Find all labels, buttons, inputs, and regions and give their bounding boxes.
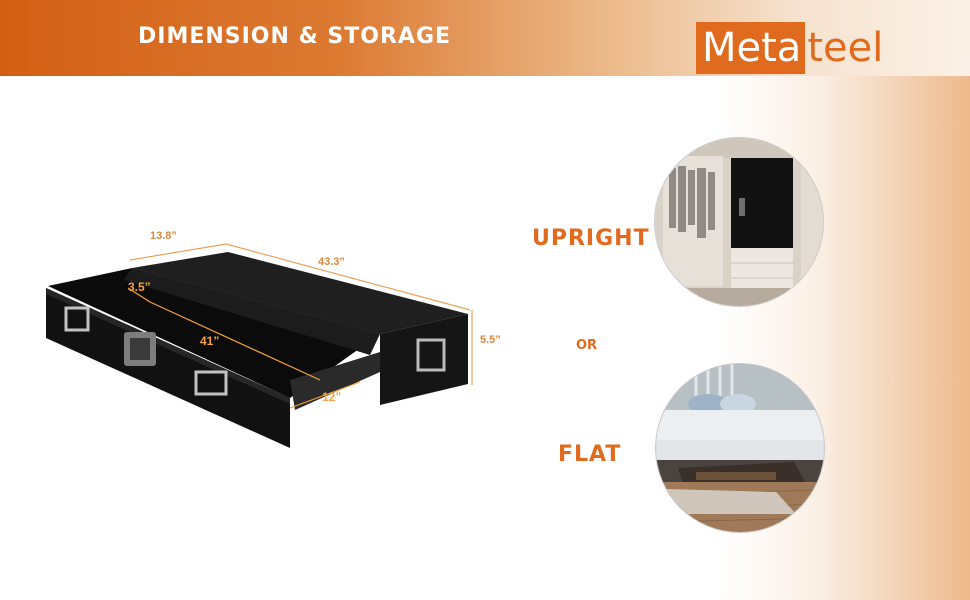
front-handle-right-icon	[194, 370, 228, 396]
upright-label: UPRIGHT	[532, 226, 650, 251]
length-label: 43.3”	[318, 256, 345, 268]
drawer-front	[46, 288, 290, 448]
safe-illustration	[46, 243, 473, 448]
drawer-height-label: 3.5”	[128, 280, 151, 294]
logo-part-1: Meta	[696, 22, 806, 74]
flat-label: FLAT	[558, 442, 622, 467]
header-banner: DIMENSION & STORAGE Meta teel	[0, 0, 970, 76]
height-label: 5.5”	[480, 334, 501, 346]
side-handle-icon	[416, 338, 446, 372]
safe-side	[380, 314, 468, 405]
or-label: OR	[576, 338, 598, 353]
safe-top	[132, 252, 468, 334]
drawer-interior	[48, 268, 380, 398]
front-handle-left-icon	[64, 306, 90, 332]
logo-part-2: teel	[807, 25, 884, 71]
drawer-depth-label: 12”	[322, 390, 342, 404]
brand-logo: Meta teel	[696, 22, 883, 74]
upright-closet-photo	[655, 138, 823, 306]
drawer-length-label: 41”	[200, 334, 220, 348]
depth-label: 13.8”	[150, 230, 177, 242]
flat-underbed-photo	[656, 364, 824, 532]
page-title: DIMENSION & STORAGE	[138, 24, 452, 49]
